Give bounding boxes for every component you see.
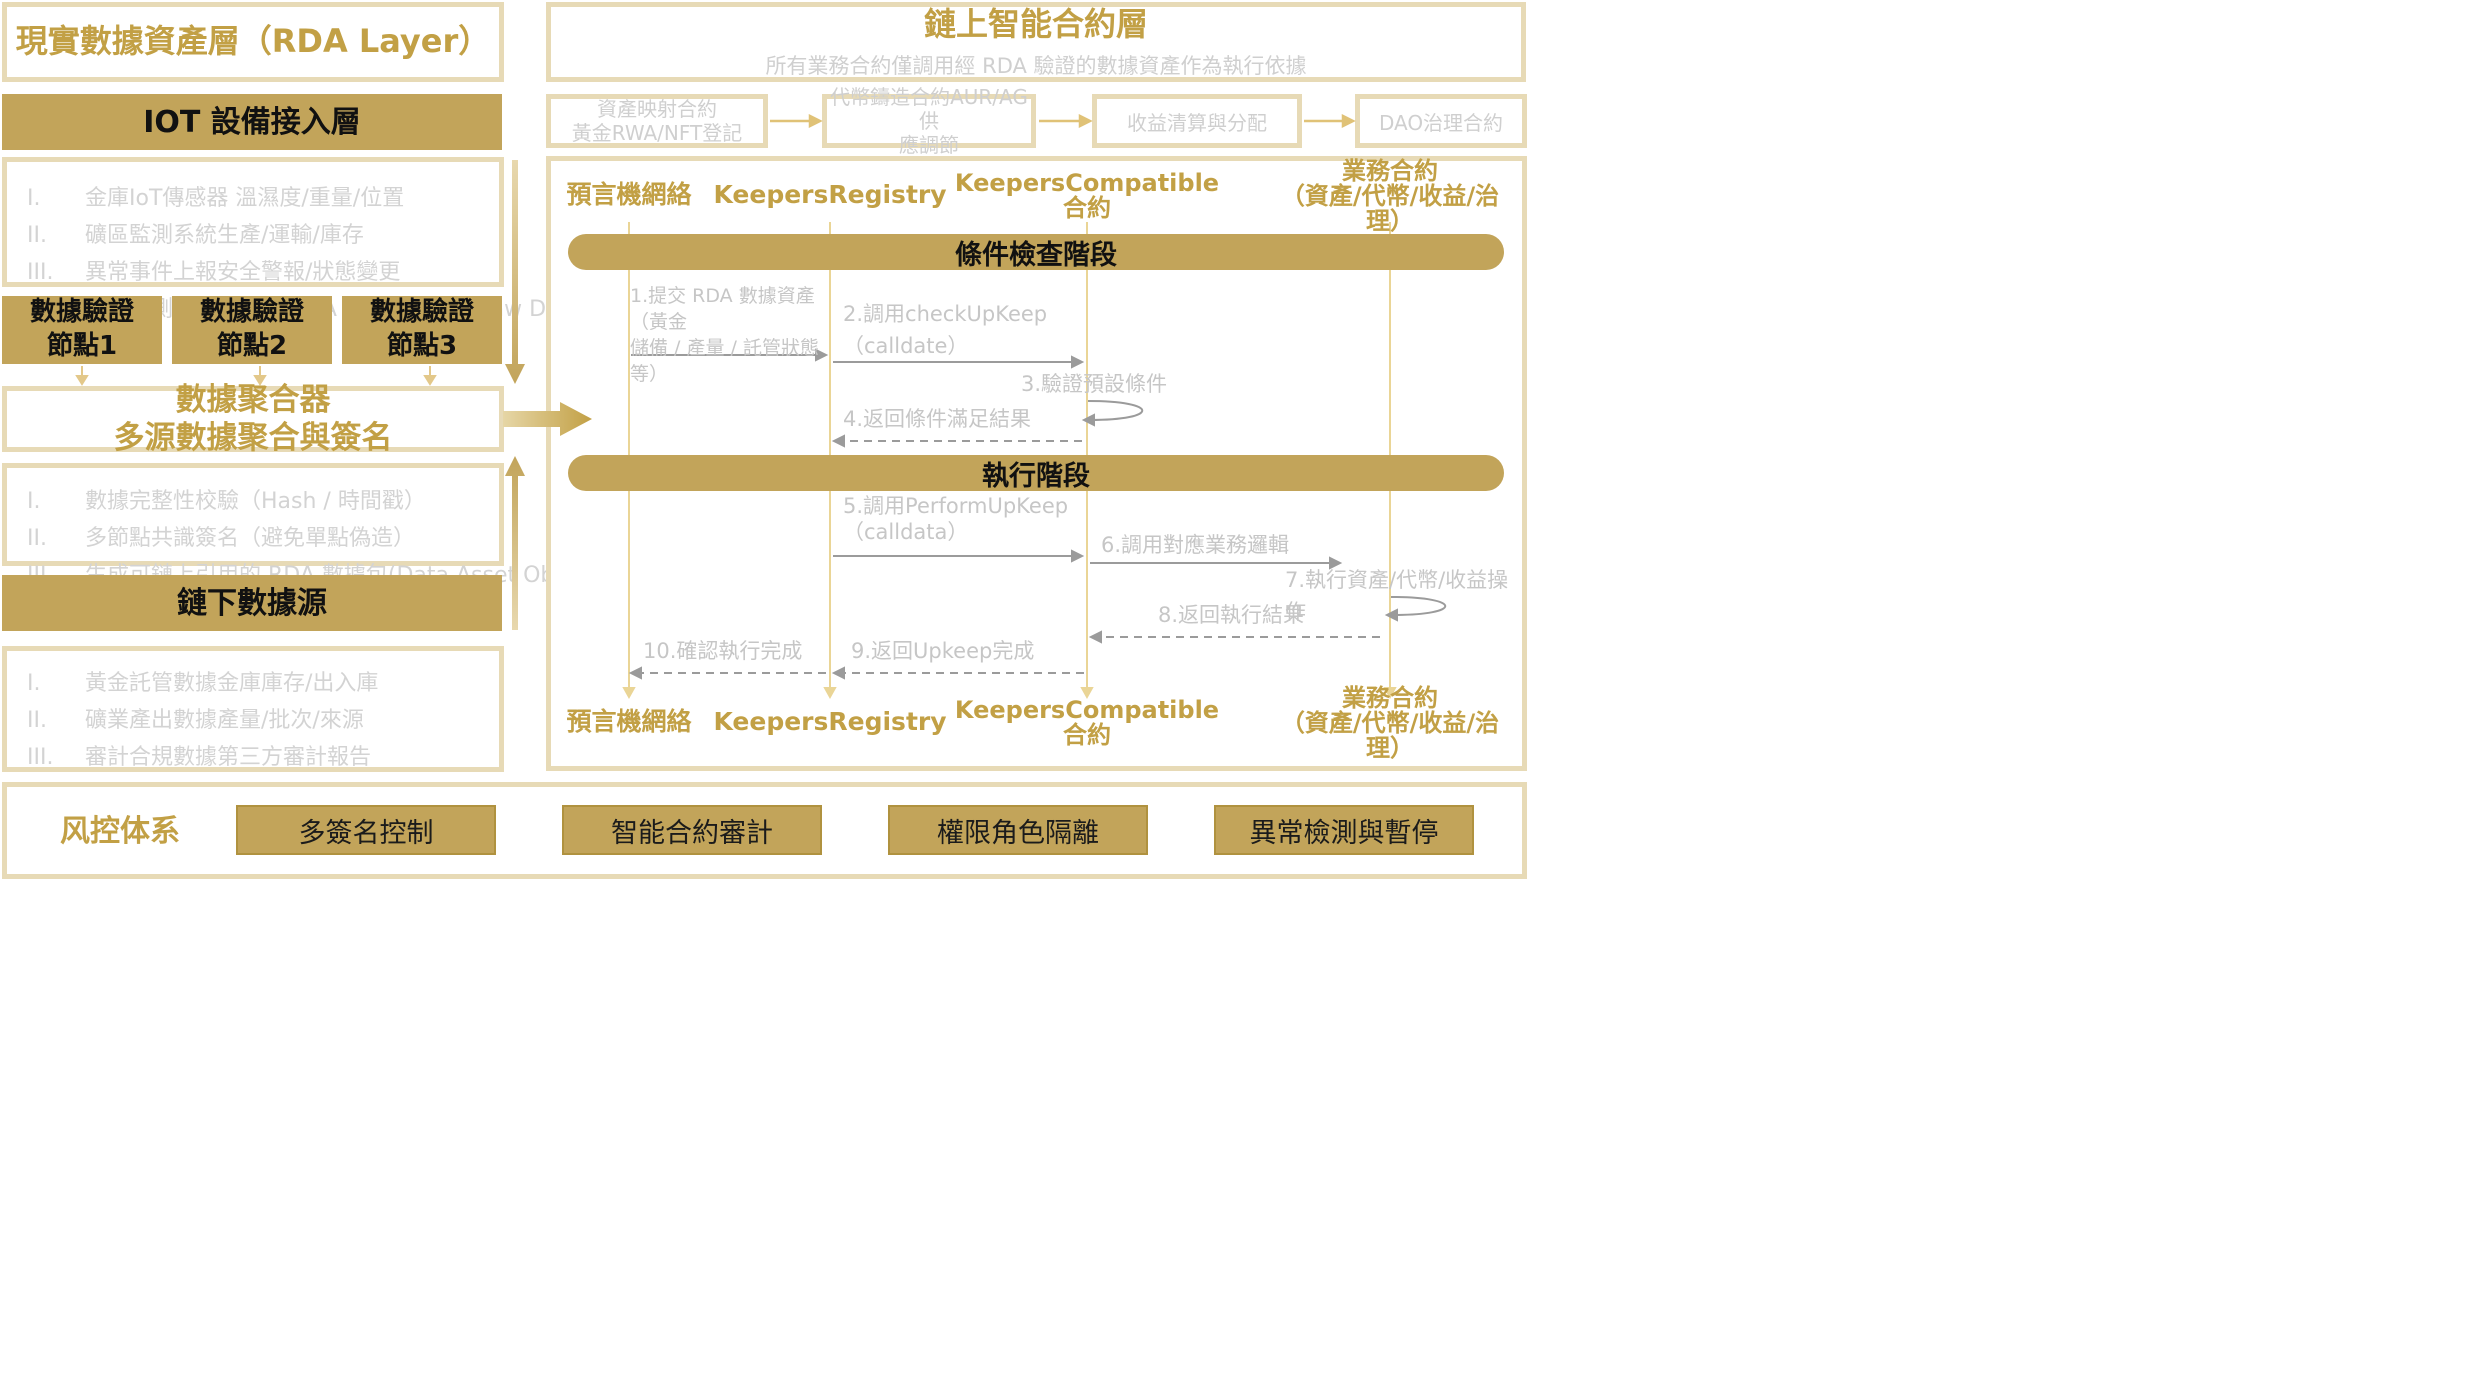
contract-token-minting-label: 代幣鑄造合約AUR/AG供 應調節 [830,85,1028,157]
agg-items-item: I. 數據完整性校驗（Hash / 時間戳） [27,483,499,520]
offchain-items-item: III. 審計合規數據第三方審計報告 [27,739,499,776]
message-arrow-9 [831,666,1084,680]
message-arrow-1 [631,348,829,362]
validation-node-2: 數據驗證 節點2 [172,296,332,364]
iot-items-item: I. 金庫IoT傳感器 溫濕度/重量/位置 [27,180,499,217]
phase-check-label: 條件檢查階段 [955,239,1117,271]
contract-asset-mapping-label: 資產映射合約 黃金RWA/NFT登記 [571,97,743,145]
offchain-source-header: 鏈下數據源 [2,575,502,631]
validation-node-2-label: 數據驗證 節點2 [199,297,304,361]
phase-bar-execute [568,455,1504,491]
agg-items-item-number: I. [27,489,41,514]
aggregator-subtitle: 多源數據聚合與簽名 [113,420,393,456]
step-6-text: 6.調用對應業務邏輯 [1101,533,1290,557]
contract-dao-governance: DAO治理合約 [1355,94,1527,148]
agg-items-item-text: 多節點共識簽名（避免單點偽造） [85,526,416,551]
step-1-text: 1.提交 RDA 數據資產（黃金 儲備 / 產量 / 託管狀態等） [630,285,819,385]
lane-keepers-compatible-bottom: KeepersCompatible 合約 [954,696,1220,749]
message-arrow-2 [833,355,1085,369]
iot-items-item-number: I. [27,186,41,211]
phase-bar-check [568,234,1504,270]
validation-node-1-label: 數據驗證 節點1 [29,297,134,361]
iot-items-item-text: 異常事件上報安全警報/狀態變更 [85,260,401,285]
lane-keepers-registry-bottom: KeepersRegistry [713,706,947,736]
offchain-items-item-number: III. [27,745,54,770]
risk-multisig-label: 多簽名控制 [298,817,434,849]
rda-layer-title-box: 現實數據資產層（RDA Layer） [2,2,504,82]
agg-items-item: II. 多節點共識簽名（避免單點偽造） [27,520,499,557]
message-self-7 [1390,596,1446,616]
risk-multisig-control: 多簽名控制 [236,805,496,855]
message-self-3 [1087,400,1143,421]
contract-yield-distribution-label: 收益清算與分配 [1127,110,1267,135]
risk-control-title: 风控体系 [60,813,180,849]
agg-items-item-number: II. [27,526,47,551]
step-2-text: 2.調用checkUpKeep（calldate） [843,302,1048,358]
offchain-items-item: I. 黃金託管數據金庫庫存/出入庫 [27,665,499,702]
step-4-text: 4.返回條件滿足結果 [843,407,1032,431]
message-self-7-head [1384,608,1398,622]
message-arrow-6 [1090,556,1343,570]
contract-dao-governance-label: DAO治理合約 [1378,110,1504,135]
lane-keepers-compatible-top: KeepersCompatible 合約 [954,169,1220,222]
step-9-text: 9.返回Upkeep完成 [851,639,1035,663]
validation-node-1: 數據驗證 節點1 [2,296,162,364]
validator-down-arrows [75,366,437,386]
step-10-text: 10.確認執行完成 [643,639,803,663]
lane-business-contract-top: 業務合約 （資產/代幣/收益/治理） [1280,156,1500,235]
message-arrow-10 [628,666,826,680]
lane-oracle-network-top: 預言機網絡 [566,179,692,209]
aggregator-title: 數據聚合器 [175,382,331,418]
offchain-items-item-text: 審計合規數據第三方審計報告 [85,745,372,770]
offchain-items-item-text: 礦業產出數據產量/批次/來源 [85,708,364,733]
onchain-layer-title: 鏈上智能合約層 [923,5,1148,44]
vertical-flow-arrow-down [505,160,525,384]
layer-to-onchain-arrow [503,402,592,436]
message-arrow-5 [833,549,1085,563]
iot-items-item-number: II. [27,223,47,248]
step-7-text: 7.執行資產/代幣/收益操作 [1285,568,1509,624]
offchain-items-item-number: II. [27,708,47,733]
offchain-items-item: II. 礦業產出數據產量/批次/來源 [27,702,499,739]
onchain-layer-subtitle: 所有業務合約僅調用經 RDA 驗證的數據資產作為執行依據 [765,53,1307,78]
iot-items-item-text: 礦區監測系統生產/運輸/庫存 [85,223,364,248]
message-arrow-8 [1088,630,1380,644]
validation-node-3: 數據驗證 節點3 [342,296,502,364]
offchain-items-item-number: I. [27,671,41,696]
risk-contract-audit-label: 智能合約審計 [611,817,773,849]
risk-role-isolation: 權限角色隔離 [888,805,1148,855]
step-3-text: 3.驗證預設條件 [1021,372,1168,396]
phase-execute-label: 執行階段 [982,460,1090,492]
offchain-source-title: 鏈下數據源 [177,585,327,621]
contract-flow-arrows [770,113,1356,129]
message-arrow-4 [831,434,1082,448]
onchain-layer-title-box: 鏈上智能合約層 所有業務合約僅調用經 RDA 驗證的數據資產作為執行依據 [546,2,1526,82]
contract-token-minting: 代幣鑄造合約AUR/AG供 應調節 [822,85,1036,157]
iot-items-item-text: 金庫IoT傳感器 溫濕度/重量/位置 [85,186,405,211]
rda-layer-title: 現實數據資產層（RDA Layer） [15,22,491,61]
iot-layer-header: IOT 設備接入層 [2,94,502,150]
contract-asset-mapping: 資產映射合約 黃金RWA/NFT登記 [546,94,768,148]
lane-keepers-registry-top: KeepersRegistry [713,179,947,209]
iot-items-item: III. 異常事件上報安全警報/狀態變更 [27,254,499,291]
offchain-items-item-text: 黃金託管數據金庫庫存/出入庫 [85,671,379,696]
message-self-3-head [1081,413,1095,427]
lane-oracle-network-bottom: 預言機網絡 [566,706,692,736]
risk-contract-audit: 智能合約審計 [562,805,822,855]
risk-anomaly-pause: 異常檢測與暫停 [1214,805,1474,855]
iot-items-item: II. 礦區監測系統生產/運輸/庫存 [27,217,499,254]
step-5-text: 5.調用PerformUpKeep （calldata） [843,494,1069,544]
risk-anomaly-pause-label: 異常檢測與暫停 [1249,817,1439,849]
risk-role-isolation-label: 權限角色隔離 [937,817,1099,849]
validation-node-3-label: 數據驗證 節點3 [369,297,474,361]
step-8-text: 8.返回執行結果 [1158,603,1305,627]
vertical-flow-arrow-up [505,456,525,630]
iot-layer-title: IOT 設備接入層 [143,104,361,140]
data-aggregator-box: 數據聚合器 多源數據聚合與簽名 [2,382,504,456]
contract-yield-distribution: 收益清算與分配 [1092,94,1302,148]
agg-items-item-text: 數據完整性校驗（Hash / 時間戳） [85,489,426,514]
iot-items-item-number: III. [27,260,54,285]
lane-business-contract-bottom: 業務合約 （資產/代幣/收益/治理） [1280,683,1500,762]
